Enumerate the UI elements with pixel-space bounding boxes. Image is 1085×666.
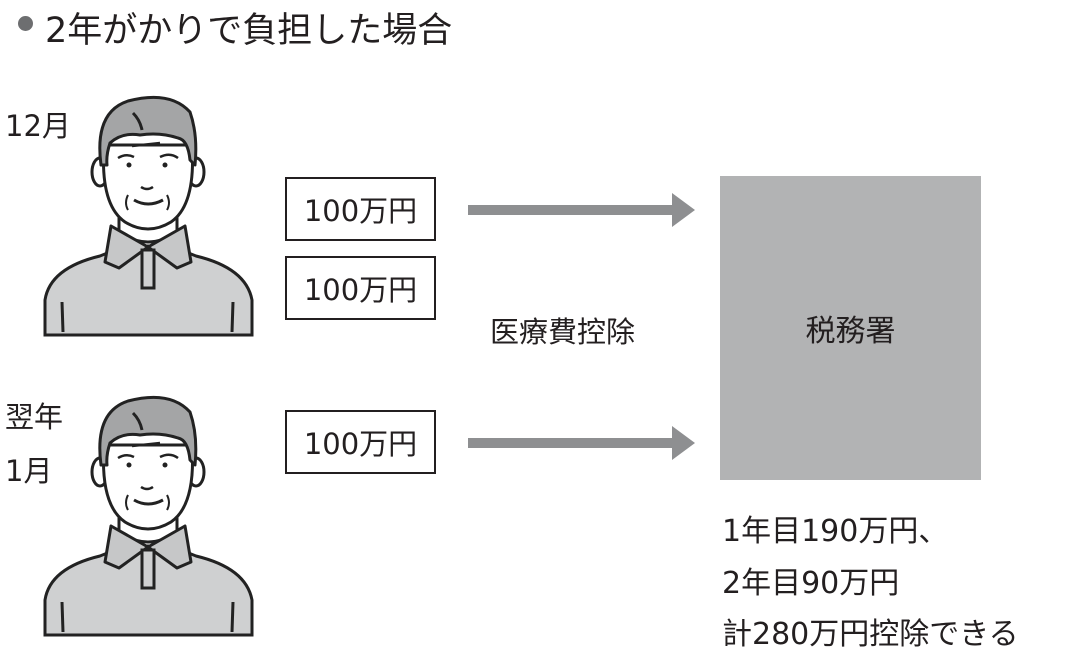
tax-office-box: 税務署 [720, 176, 981, 480]
arrow-icon [468, 193, 695, 227]
elderly-man-illustration-december [43, 95, 254, 337]
result-line: 2年目90万円 [722, 566, 900, 601]
month-label: 1月 [5, 454, 53, 488]
arrow-icon [468, 426, 695, 460]
payment-box: 100万円 [285, 256, 436, 320]
payment-box: 100万円 [285, 410, 436, 474]
tax-office-label: 税務署 [805, 314, 896, 349]
payment-box: 100万円 [285, 177, 436, 241]
month-label: 12月 [5, 109, 71, 143]
bullet-icon [18, 16, 33, 31]
result-line: 1年目190万円、 [722, 514, 949, 549]
month-label: 翌年 [5, 400, 64, 434]
result-line: 計280万円控除できる [722, 617, 1019, 652]
page-title: 2年がかりで負担した場合 [45, 11, 453, 51]
elderly-man-illustration-january [43, 395, 254, 637]
medical-deduction-label: 医療費控除 [490, 315, 636, 349]
